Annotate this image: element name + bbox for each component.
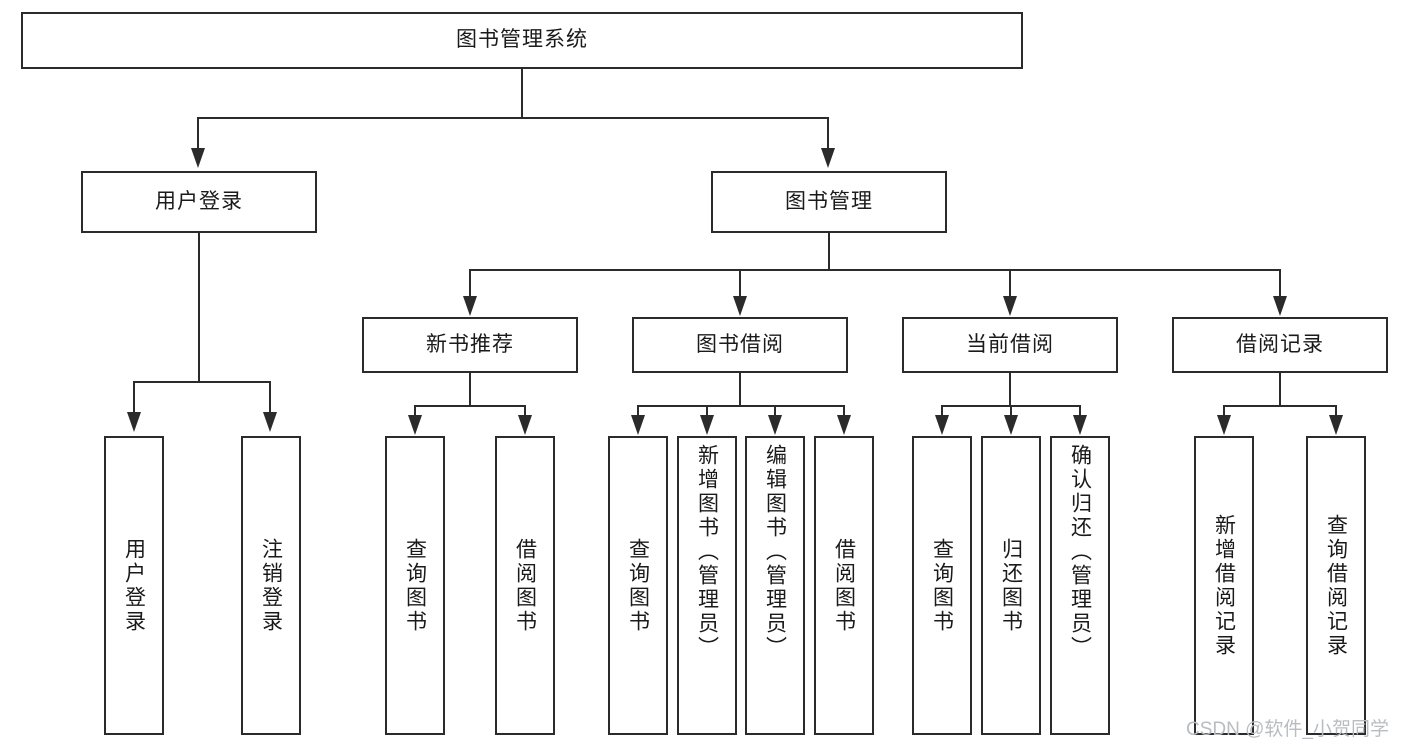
connector-new-book-rec-stem bbox=[469, 373, 471, 406]
connector-drop-rec-search bbox=[1335, 405, 1337, 417]
node-brw-lend-label: 借阅图书 bbox=[832, 537, 856, 634]
connector-drop-rec-query bbox=[414, 405, 416, 417]
node-new-book-rec[interactable]: 新书推荐 bbox=[362, 317, 578, 373]
connector-book-borrow-stem bbox=[739, 373, 741, 406]
connector-user-login-bus bbox=[133, 381, 271, 383]
node-rec-borrow-label: 借阅图书 bbox=[513, 537, 537, 634]
arrow-to-cur-query bbox=[935, 415, 949, 435]
arrow-to-rec-search bbox=[1329, 415, 1343, 435]
node-cur-return-label: 归还图书 bbox=[999, 537, 1023, 634]
node-brw-add-label: 新增图书（管理员） bbox=[695, 444, 719, 660]
node-rec-add[interactable]: 新增借阅记录 bbox=[1194, 436, 1254, 735]
connector-drop-login-do bbox=[133, 381, 135, 412]
node-cur-confirm[interactable]: 确认归还（管理员） bbox=[1050, 436, 1110, 735]
node-cur-confirm-label: 确认归还（管理员） bbox=[1068, 444, 1092, 660]
node-book-manage-label: 图书管理 bbox=[785, 189, 873, 213]
arrow-to-cur-confirm bbox=[1073, 415, 1087, 435]
node-new-book-rec-label: 新书推荐 bbox=[426, 332, 514, 356]
arrow-to-book-borrow bbox=[733, 296, 747, 316]
node-root-label: 图书管理系统 bbox=[456, 28, 588, 52]
connector-drop-new-book-rec bbox=[469, 269, 471, 296]
arrow-to-borrow-record bbox=[1273, 296, 1287, 316]
node-logout-do-label: 注销登录 bbox=[259, 537, 283, 634]
connector-user-login-stem bbox=[198, 233, 200, 382]
connector-root-stem bbox=[521, 69, 523, 118]
node-cur-query[interactable]: 查询图书 bbox=[912, 436, 972, 735]
arrow-to-rec-add bbox=[1217, 415, 1231, 435]
connector-drop-rec-borrow bbox=[524, 405, 526, 417]
arrow-to-brw-add bbox=[700, 415, 714, 435]
node-brw-add[interactable]: 新增图书（管理员） bbox=[677, 436, 737, 735]
connector-drop-cur-confirm bbox=[1079, 405, 1081, 417]
connector-borrow-record-bus bbox=[1223, 405, 1337, 407]
node-login-do-label: 用户登录 bbox=[122, 537, 146, 634]
connector-drop-borrow-record bbox=[1279, 269, 1281, 296]
connector-drop-brw-edit bbox=[774, 405, 776, 417]
connector-drop-brw-lend bbox=[843, 405, 845, 417]
arrow-to-rec-query bbox=[408, 415, 422, 435]
arrow-to-cur-return bbox=[1004, 415, 1018, 435]
connector-new-book-rec-bus bbox=[414, 405, 526, 407]
node-user-login[interactable]: 用户登录 bbox=[81, 171, 317, 233]
arrow-to-logout-do bbox=[263, 412, 277, 432]
connector-drop-current-borrow bbox=[1009, 269, 1011, 296]
arrow-to-book-manage bbox=[821, 148, 835, 168]
node-book-borrow-label: 图书借阅 bbox=[696, 332, 784, 356]
node-brw-query[interactable]: 查询图书 bbox=[608, 436, 668, 735]
connector-drop-cur-query bbox=[941, 405, 943, 417]
connector-book-manage-stem bbox=[828, 233, 830, 270]
node-rec-query-label: 查询图书 bbox=[403, 537, 427, 634]
node-cur-query-label: 查询图书 bbox=[930, 537, 954, 634]
node-login-do[interactable]: 用户登录 bbox=[104, 436, 164, 735]
connector-borrow-record-stem bbox=[1279, 373, 1281, 406]
node-rec-search-label: 查询借阅记录 bbox=[1324, 513, 1348, 658]
arrow-to-new-book-rec bbox=[463, 296, 477, 316]
arrow-to-login-do bbox=[127, 412, 141, 432]
arrow-to-brw-lend bbox=[837, 415, 851, 435]
node-book-borrow[interactable]: 图书借阅 bbox=[632, 317, 848, 373]
connector-level1-drop-user-login bbox=[197, 117, 199, 148]
connector-drop-logout-do bbox=[269, 381, 271, 412]
connector-level1-drop-book-manage bbox=[827, 117, 829, 148]
connector-drop-rec-add bbox=[1223, 405, 1225, 417]
node-logout-do[interactable]: 注销登录 bbox=[241, 436, 301, 735]
arrow-to-user-login bbox=[191, 148, 205, 168]
connector-level2-bus bbox=[469, 269, 1281, 271]
node-root[interactable]: 图书管理系统 bbox=[21, 12, 1023, 69]
node-brw-edit-label: 编辑图书（管理员） bbox=[763, 444, 787, 660]
node-brw-edit[interactable]: 编辑图书（管理员） bbox=[745, 436, 805, 735]
node-current-borrow-label: 当前借阅 bbox=[966, 332, 1054, 356]
connector-drop-cur-return bbox=[1010, 405, 1012, 417]
arrow-to-brw-query bbox=[631, 415, 645, 435]
node-brw-lend[interactable]: 借阅图书 bbox=[814, 436, 874, 735]
arrow-to-brw-edit bbox=[768, 415, 782, 435]
node-rec-borrow[interactable]: 借阅图书 bbox=[495, 436, 555, 735]
node-cur-return[interactable]: 归还图书 bbox=[981, 436, 1041, 735]
connector-drop-brw-add bbox=[706, 405, 708, 417]
node-rec-search[interactable]: 查询借阅记录 bbox=[1306, 436, 1366, 735]
arrow-to-rec-borrow bbox=[518, 415, 532, 435]
connector-drop-brw-query bbox=[637, 405, 639, 417]
node-rec-add-label: 新增借阅记录 bbox=[1212, 513, 1236, 658]
node-book-manage[interactable]: 图书管理 bbox=[711, 171, 947, 233]
connector-current-borrow-stem bbox=[1009, 373, 1011, 406]
node-brw-query-label: 查询图书 bbox=[626, 537, 650, 634]
node-borrow-record[interactable]: 借阅记录 bbox=[1172, 317, 1388, 373]
connector-level1-bus bbox=[197, 117, 829, 119]
node-rec-query[interactable]: 查询图书 bbox=[385, 436, 445, 735]
node-user-login-label: 用户登录 bbox=[155, 189, 243, 213]
node-borrow-record-label: 借阅记录 bbox=[1236, 332, 1324, 356]
arrow-to-current-borrow bbox=[1003, 296, 1017, 316]
node-current-borrow[interactable]: 当前借阅 bbox=[902, 317, 1118, 373]
connector-drop-book-borrow bbox=[739, 269, 741, 296]
connector-book-borrow-bus bbox=[637, 405, 845, 407]
